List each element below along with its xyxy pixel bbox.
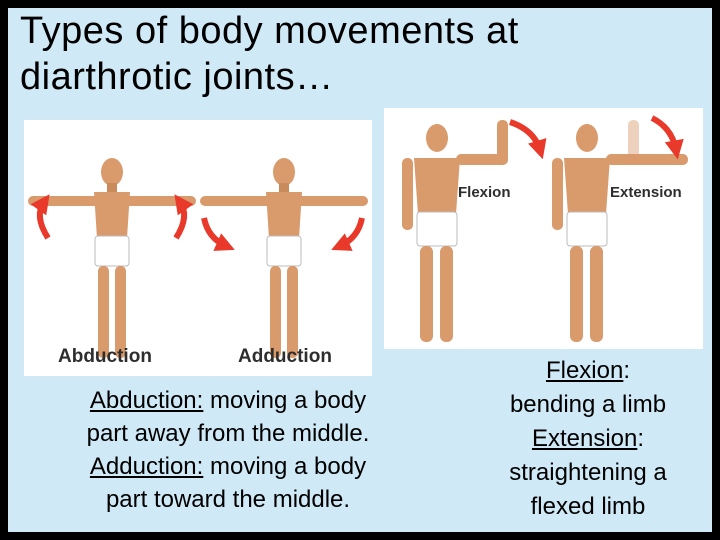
flexion-extension-illustration: Flexion Extension (384, 108, 703, 349)
adduction-figure (200, 158, 368, 358)
adduction-term: Adduction: (89, 453, 204, 480)
abduction-caption: Abduction (58, 346, 152, 367)
adduction-caption: Adduction (238, 346, 332, 367)
adduction-definition-part-1: moving a body (203, 453, 367, 480)
flexion-figure (402, 119, 547, 342)
slide-title: Types of body movements at diarthrotic j… (20, 8, 519, 100)
flexion-heading: Flexion: (470, 354, 706, 388)
flexion-term: Flexion (545, 357, 624, 384)
abduction-figure (28, 158, 196, 358)
title-line-1: Types of body movements at (20, 10, 519, 52)
abduction-line-1: Abduction: moving a body (40, 384, 416, 417)
abduction-adduction-description: Abduction: moving a body part away from … (40, 384, 416, 516)
adduction-line-1: Adduction: moving a body (40, 450, 416, 483)
title-line-2: diarthrotic joints… (20, 56, 334, 98)
abduction-definition-part-2: part away from the middle. (86, 420, 370, 447)
extension-definition-part-2: flexed limb (530, 493, 646, 520)
slide: Types of body movements at diarthrotic j… (8, 8, 712, 532)
extension-heading: Extension: (470, 422, 706, 456)
abduction-term: Abduction: (89, 387, 204, 414)
flexion-caption: Flexion (458, 184, 511, 201)
extension-figure (552, 115, 688, 342)
flexion-definition: bending a limb (509, 391, 667, 418)
flexion-extension-description: Flexion: bending a limb Extension: strai… (470, 354, 706, 524)
abduction-adduction-figures (28, 158, 368, 358)
flexion-extension-figures (402, 115, 688, 342)
abduction-definition-part-1: moving a body (203, 387, 367, 414)
flexion-colon: : (623, 357, 631, 384)
extension-caption: Extension (610, 184, 682, 201)
extension-term: Extension (531, 425, 638, 452)
abduction-adduction-illustration: Abduction Adduction (24, 120, 372, 376)
extension-colon: : (637, 425, 645, 452)
adduction-definition-part-2: part toward the middle. (105, 486, 351, 513)
extension-definition-part-1: straightening a (509, 459, 667, 486)
